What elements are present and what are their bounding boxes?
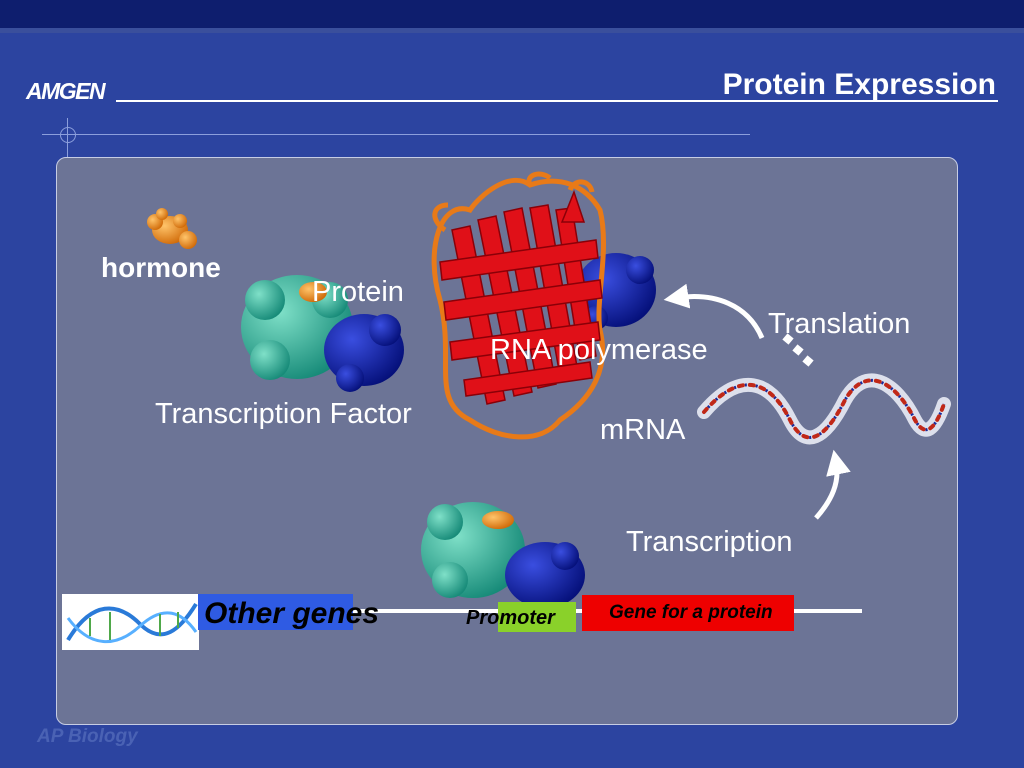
top-band — [0, 0, 1024, 28]
top-band-edge — [0, 28, 1024, 33]
gene-box — [582, 595, 794, 631]
other-genes-label: Other genes — [204, 597, 380, 630]
mrna-label: mRNA — [600, 414, 686, 446]
translation-label: Translation — [768, 308, 911, 340]
transcription-arrow-icon — [814, 449, 851, 520]
protein-label: Protein — [312, 276, 404, 308]
crosshair-icon — [60, 127, 76, 143]
amgen-logo: AMGEN — [26, 78, 106, 104]
transcription-factor-label: Transcription Factor — [155, 398, 412, 430]
rna-polymerase-molecule-icon — [431, 171, 656, 440]
translation-arrow-icon — [663, 283, 765, 340]
page-title: Protein Expression — [722, 68, 996, 101]
other-genes-box — [198, 594, 353, 630]
translation-dots — [782, 333, 814, 367]
guide-line-horizontal — [42, 134, 750, 135]
promoter-box — [498, 602, 576, 632]
dna-double-helix-icon — [62, 594, 199, 650]
transcription-factor-molecule-icon — [241, 275, 404, 392]
gene-for-protein-label: Gene for a protein — [609, 602, 773, 623]
hormone-molecule-icon — [147, 208, 197, 249]
mrna-strand-icon — [697, 373, 951, 445]
footer-text: AP Biology — [37, 726, 138, 747]
transcription-label: Transcription — [626, 526, 793, 558]
promoter-label: Promoter — [466, 607, 555, 629]
transcription-factor-bound-icon — [421, 502, 585, 608]
rna-polymerase-label: RNA polymerase — [490, 334, 708, 366]
hormone-label: hormone — [101, 252, 221, 283]
title-underline — [116, 100, 998, 102]
